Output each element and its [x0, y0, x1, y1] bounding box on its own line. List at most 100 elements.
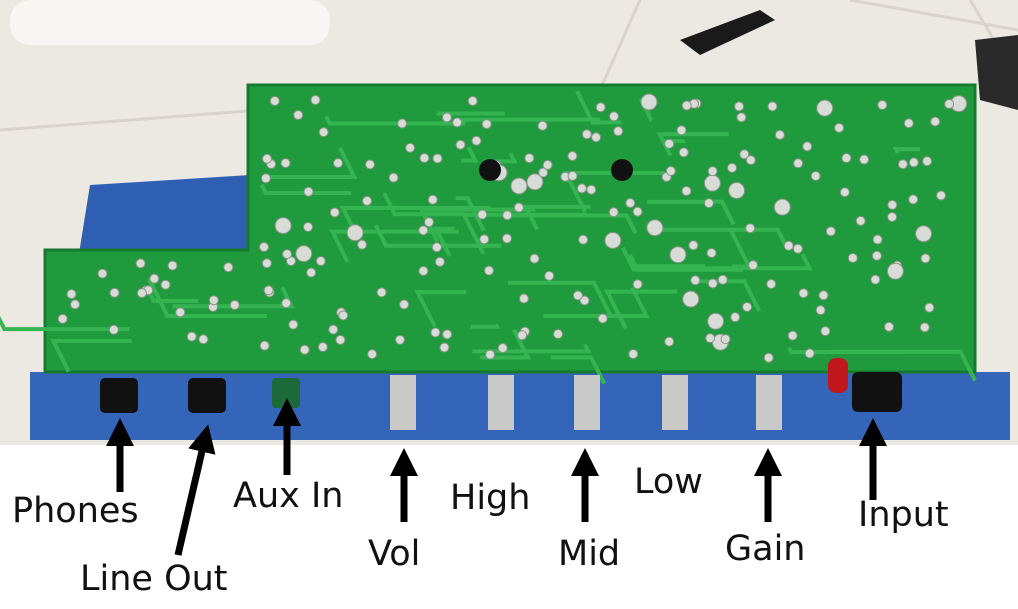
solder-point — [261, 153, 272, 164]
solder-point — [669, 246, 687, 264]
label-input: Input — [858, 495, 949, 535]
solder-point — [676, 125, 687, 136]
solder-point — [544, 270, 555, 281]
solder-point — [820, 326, 831, 337]
label-gain: Gain — [725, 529, 806, 569]
trace — [259, 183, 352, 195]
solder-point — [223, 262, 234, 273]
solder-point — [306, 267, 317, 278]
solder-point — [418, 265, 429, 276]
solder-point — [310, 95, 321, 106]
solder-point — [430, 327, 441, 338]
solder-point — [572, 290, 583, 301]
solder-point — [542, 159, 553, 170]
solder-point — [333, 158, 344, 169]
solder-point — [707, 166, 718, 177]
solder-point — [783, 240, 794, 251]
dark-object — [975, 35, 1018, 110]
input-jack — [852, 372, 902, 412]
solder-point — [538, 167, 549, 178]
line-out-jack — [188, 378, 226, 413]
solder-point — [295, 245, 313, 263]
solder-point — [497, 343, 508, 354]
trace — [655, 227, 787, 245]
solder-point — [887, 211, 898, 222]
solder-point — [274, 217, 292, 235]
solder-point — [855, 215, 866, 226]
solder-point — [727, 162, 738, 173]
solder-point — [303, 221, 314, 232]
solder-point — [338, 310, 349, 321]
solder-point — [315, 256, 326, 267]
solder-point — [810, 170, 821, 181]
solder-point — [365, 159, 376, 170]
trace — [267, 147, 358, 179]
solder-point — [798, 288, 809, 299]
solder-point — [690, 275, 701, 286]
solder-point — [763, 352, 774, 363]
solder-point — [269, 95, 280, 106]
solder-point — [318, 127, 329, 138]
solder-point — [149, 273, 160, 284]
solder-point — [681, 186, 692, 197]
trace — [543, 286, 650, 318]
trace — [461, 146, 479, 163]
trace — [575, 90, 622, 125]
solder-point — [293, 110, 304, 121]
label-line-out: Line Out — [80, 559, 228, 599]
solder-point — [483, 265, 494, 276]
solder-point — [423, 217, 434, 228]
high-pot — [488, 375, 514, 430]
trace — [507, 280, 613, 317]
solder-point — [640, 93, 658, 111]
solder-point — [745, 155, 756, 166]
solder-point — [576, 183, 587, 194]
solder-point — [537, 120, 548, 131]
solder-point — [632, 206, 643, 217]
solder-point — [229, 300, 240, 311]
solder-point — [524, 153, 535, 164]
solder-point — [376, 287, 387, 298]
solder-point — [441, 112, 452, 123]
solder-point — [431, 242, 442, 253]
solder-point — [728, 182, 746, 200]
solder-point — [608, 111, 619, 122]
label-phones: Phones — [12, 491, 139, 531]
solder-point — [567, 170, 578, 181]
solder-point — [608, 207, 619, 218]
trace — [382, 192, 466, 217]
jacks-and-pots — [100, 358, 902, 430]
solder-point — [897, 159, 908, 170]
solder-point — [742, 301, 753, 312]
solder-point — [282, 249, 293, 260]
solder-point — [481, 119, 492, 130]
solder-point — [288, 319, 299, 330]
solder-point — [281, 298, 292, 309]
solder-point — [502, 210, 513, 221]
solder-point — [328, 324, 339, 335]
solder-point — [167, 260, 178, 271]
trace — [0, 315, 130, 332]
solder-point — [442, 329, 453, 340]
trace — [832, 349, 977, 382]
pcb-traces — [0, 90, 977, 385]
solder-point — [317, 342, 328, 353]
solder-point — [136, 288, 147, 299]
solder-point — [517, 330, 528, 341]
solder-point — [703, 198, 714, 209]
solder-point — [936, 190, 947, 201]
solder-point — [362, 195, 373, 206]
solder-point — [70, 299, 81, 310]
solder-point — [745, 223, 756, 234]
trace — [656, 132, 729, 157]
trace — [470, 323, 501, 329]
mid-pot — [574, 375, 600, 430]
trace — [456, 117, 603, 125]
solder-point — [908, 194, 919, 205]
trace — [418, 207, 536, 243]
solder-point — [597, 313, 608, 324]
solder-point — [109, 287, 120, 298]
solder-point — [707, 312, 725, 330]
solder-point — [884, 321, 895, 332]
